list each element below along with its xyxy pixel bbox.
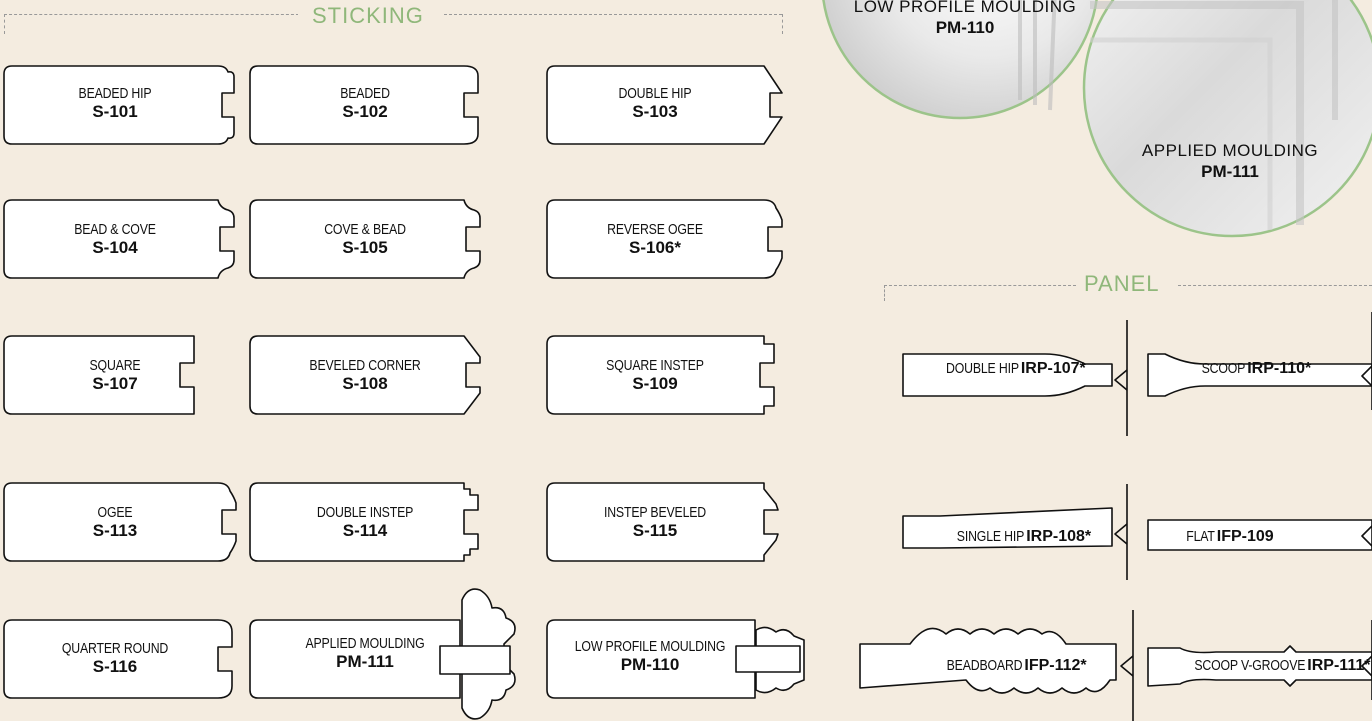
panel-profile <box>902 507 1113 549</box>
sticking-profile <box>249 482 479 562</box>
panel-frame-top-left <box>884 285 1076 286</box>
sticking-frame-right <box>782 14 783 34</box>
sticking-profile <box>546 335 775 415</box>
sticking-profile <box>249 65 479 145</box>
sticking-profile <box>249 199 481 279</box>
photo-applied <box>1082 0 1372 238</box>
moulding-tongue <box>439 645 511 675</box>
sticking-profile <box>3 482 237 562</box>
sticking-profile <box>546 65 783 145</box>
moulding-tongue <box>735 645 801 673</box>
sticking-profile <box>546 482 779 562</box>
frame-break <box>1361 525 1372 547</box>
frame-break <box>1361 365 1372 387</box>
frame-break <box>1114 523 1128 545</box>
panel-profile <box>859 627 1117 694</box>
sticking-profile <box>546 199 783 279</box>
sticking-frame-top-left <box>4 14 304 15</box>
panel-title: PANEL <box>1078 270 1166 298</box>
sticking-profile <box>3 619 233 699</box>
panel-frame-left <box>884 285 885 301</box>
frame-break <box>1120 655 1134 677</box>
sticking-profile <box>249 335 481 415</box>
sticking-profile <box>3 199 235 279</box>
photo-low-profile <box>822 0 1098 120</box>
frame-break <box>1361 655 1372 677</box>
panel-profile <box>1147 353 1372 397</box>
sticking-profile <box>3 65 235 145</box>
sticking-title: STICKING <box>298 2 438 30</box>
panel-frame-top-right <box>1178 285 1372 286</box>
sticking-profile <box>249 619 461 699</box>
frame-break <box>1114 369 1128 391</box>
panel-profile <box>1147 645 1372 687</box>
sticking-profile <box>546 619 756 699</box>
sticking-frame-left <box>4 14 5 34</box>
panel-profile <box>902 353 1113 397</box>
sticking-profile <box>3 335 195 415</box>
sticking-frame-top-right <box>444 14 782 15</box>
panel-profile <box>1147 519 1372 551</box>
